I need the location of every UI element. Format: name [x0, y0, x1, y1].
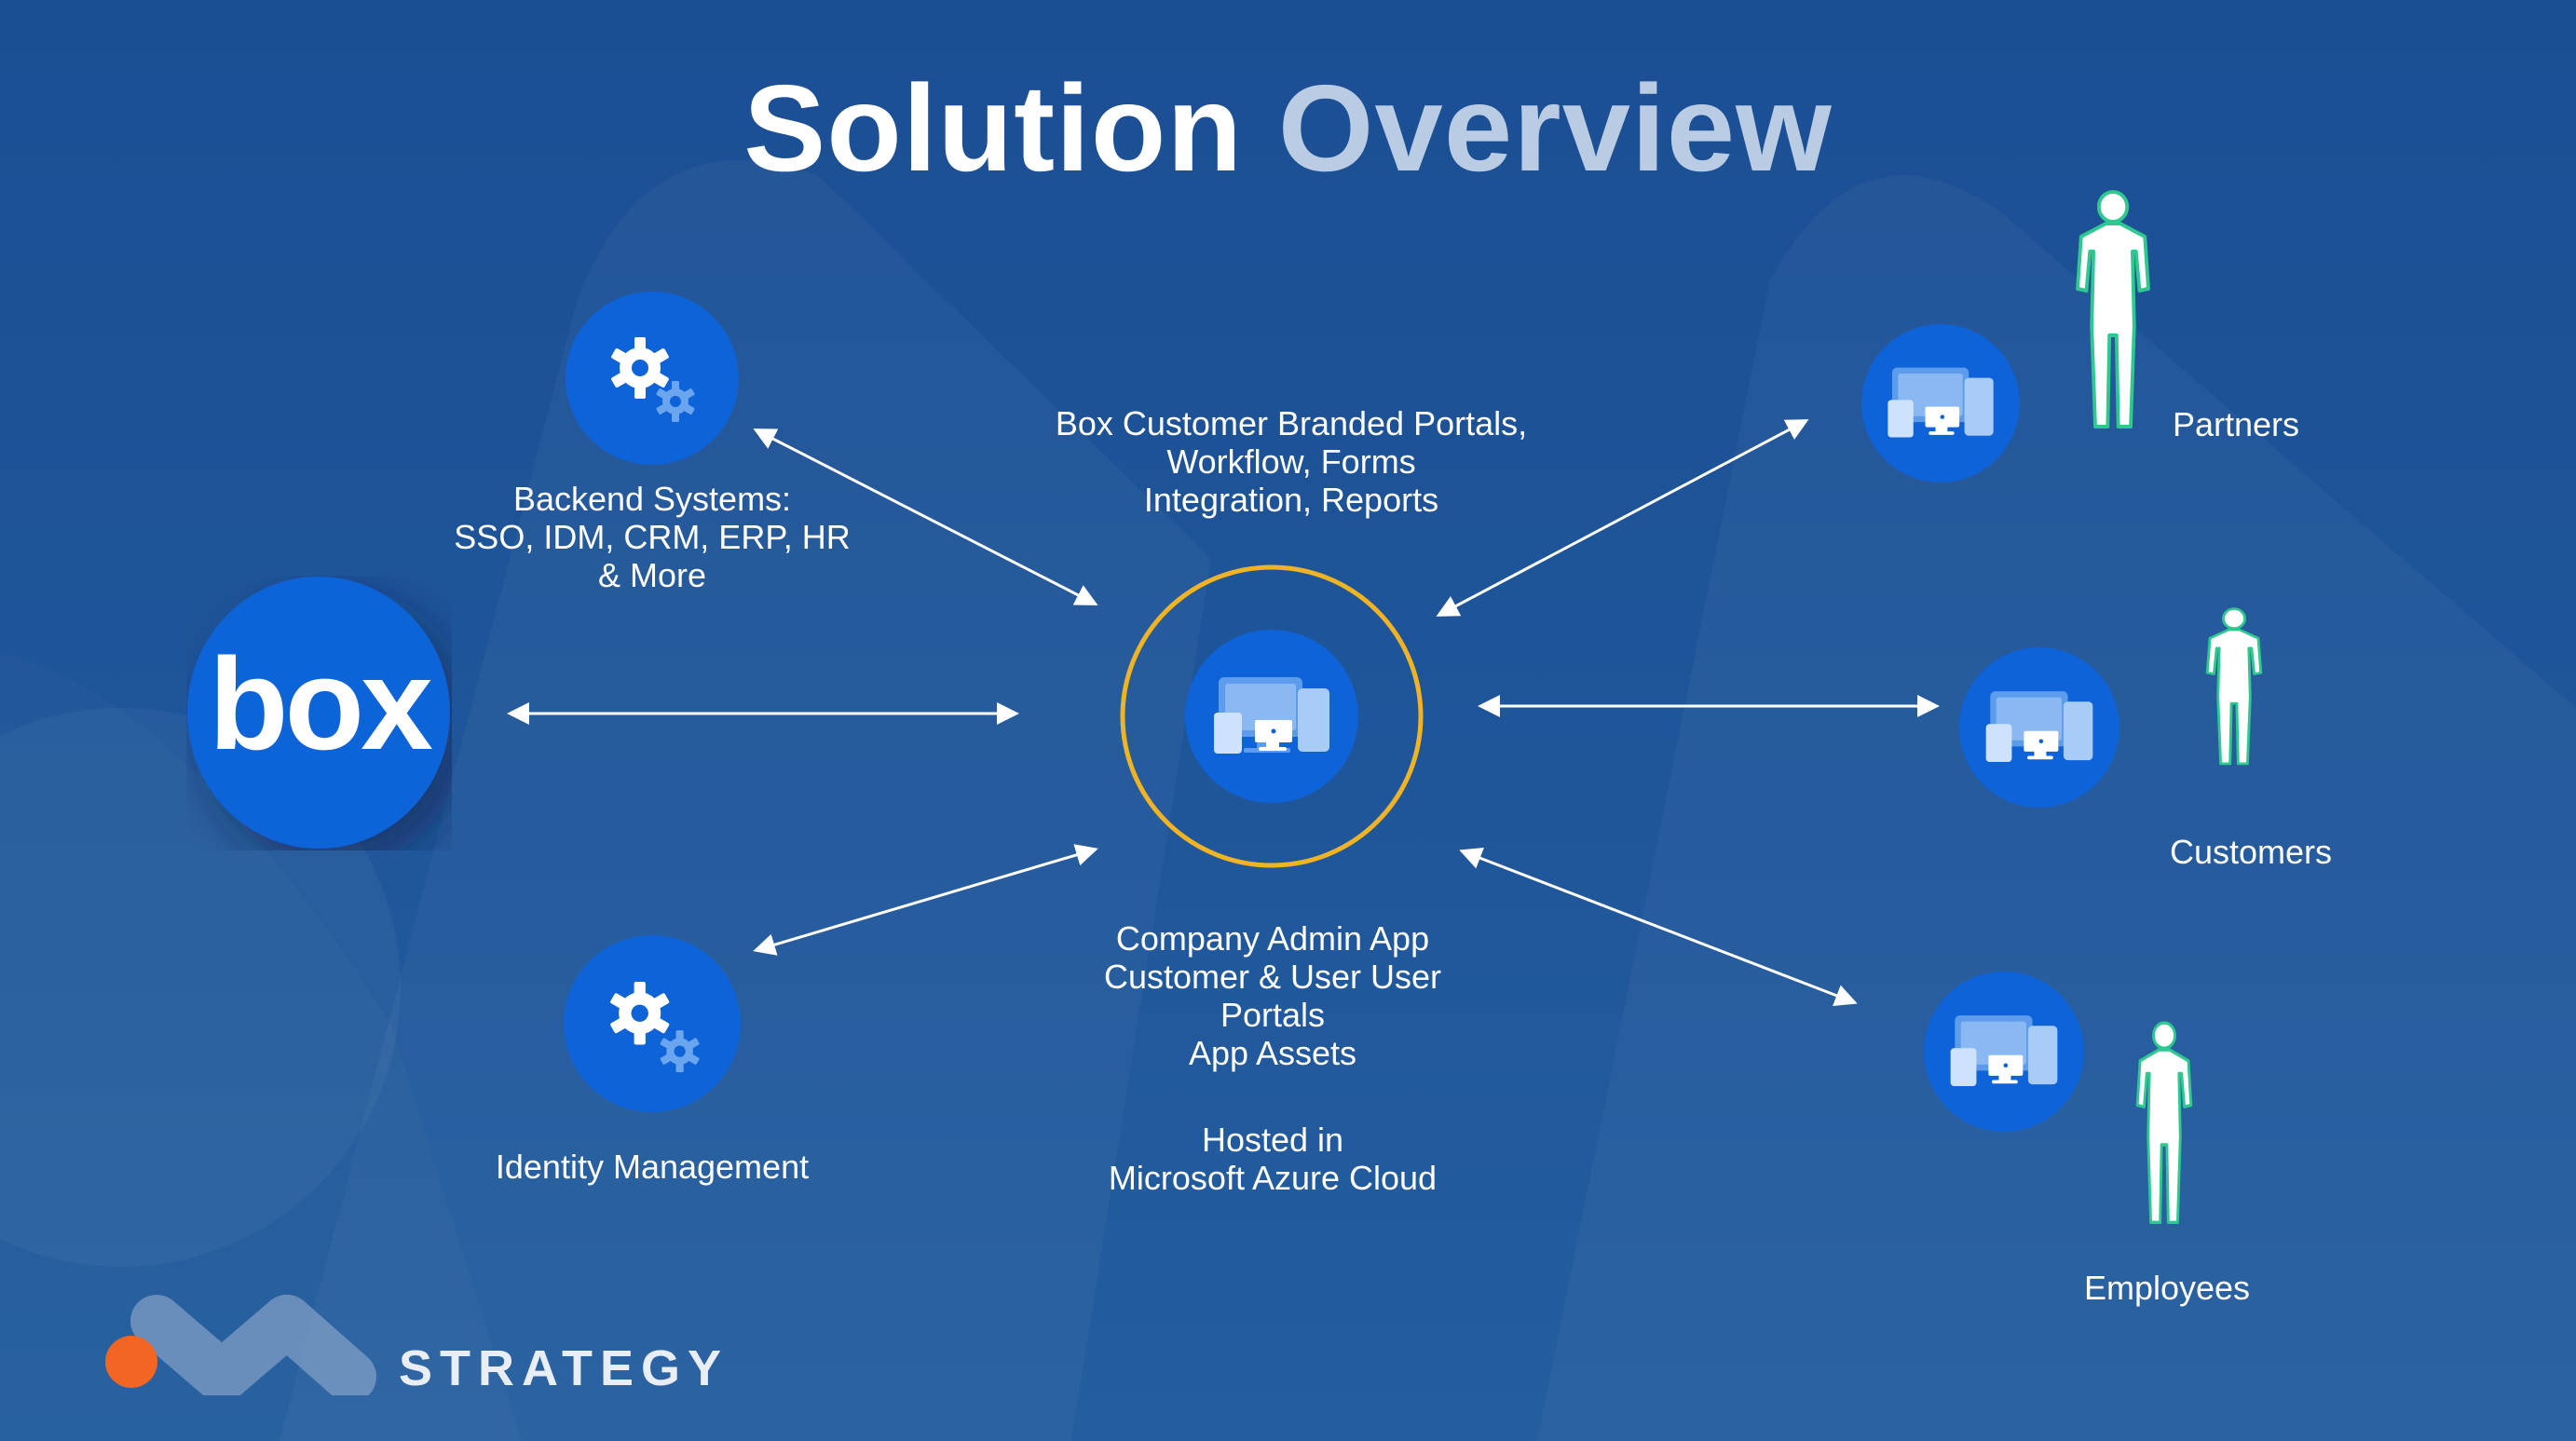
- devices-icon: [1888, 367, 1994, 438]
- box-logo-text: box: [209, 631, 433, 777]
- hub-top-label: Box Customer Branded Portals, Workflow, …: [1055, 404, 1528, 519]
- backend-systems-node: [566, 292, 739, 465]
- gears-icon: [564, 935, 741, 1112]
- arrow-identity-hub: [753, 844, 1098, 956]
- slide-title: Solution Overview: [0, 58, 2576, 198]
- strategy-logo-mark: [105, 1295, 376, 1403]
- hub-bottom-label: Company Admin App Customer & User User P…: [1103, 919, 1442, 1072]
- strategy-brand-name: STRATEGY: [399, 1340, 729, 1396]
- arrow-backend-hub: [753, 428, 1098, 605]
- partners-label: Partners: [2172, 405, 2300, 443]
- arrow-hub-employees: [1459, 848, 1858, 1006]
- hub-ring: [1120, 564, 1424, 868]
- devices-icon: [1950, 1015, 2058, 1086]
- backend-systems-label: Backend Systems: SSO, IDM, CRM, ERP, HR …: [454, 480, 851, 594]
- customers-node: [1959, 647, 2119, 808]
- hosted-label: Hosted in Microsoft Azure Cloud: [1108, 1121, 1438, 1197]
- devices-icon: [1214, 677, 1329, 754]
- box-logo: box: [186, 576, 452, 850]
- title-word-2: Overview: [1277, 60, 1833, 197]
- employees-node: [1924, 972, 2084, 1132]
- devices-icon: [1985, 691, 2093, 762]
- employees-label: Employees: [2083, 1269, 2251, 1307]
- arrow-hub-partners: [1436, 419, 1809, 617]
- partners-node: [1861, 324, 2020, 483]
- gears-icon: [566, 292, 739, 465]
- person-icon: [2076, 190, 2150, 428]
- strategy-logo: [101, 1274, 389, 1403]
- person-icon: [2135, 1021, 2193, 1225]
- customers-label: Customers: [2169, 833, 2333, 871]
- identity-management-label: Identity Management: [495, 1148, 810, 1186]
- central-hub: [1118, 563, 1425, 870]
- person-icon: [2205, 607, 2263, 766]
- title-word-1: Solution: [743, 60, 1244, 197]
- identity-management-node: [564, 935, 741, 1112]
